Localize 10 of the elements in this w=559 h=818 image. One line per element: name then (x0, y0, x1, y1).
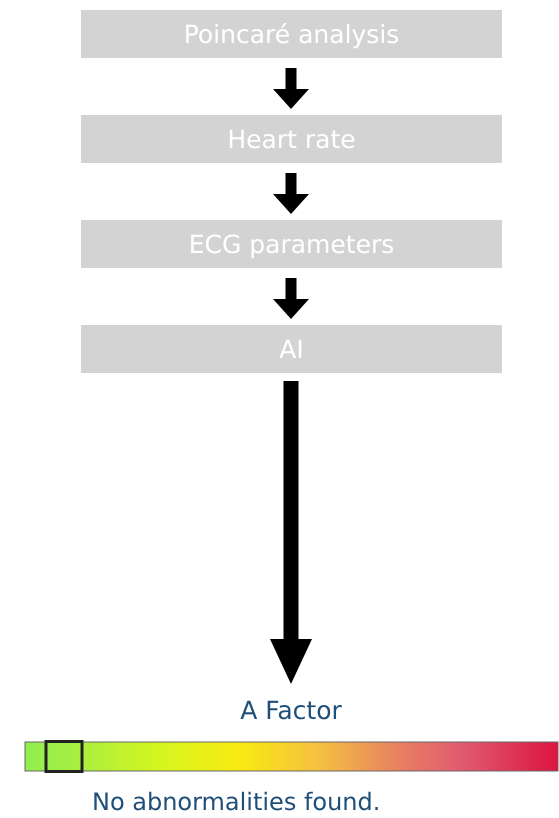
process-box (81, 220, 502, 268)
status-text: No abnormalities found. (92, 788, 380, 816)
arrow (273, 278, 309, 319)
arrow (270, 381, 312, 684)
process-box (81, 325, 502, 373)
process-box (81, 10, 502, 58)
arrow (273, 68, 309, 109)
arrow (273, 173, 309, 214)
result-heading: A Factor (240, 696, 342, 724)
process-box (81, 115, 502, 163)
